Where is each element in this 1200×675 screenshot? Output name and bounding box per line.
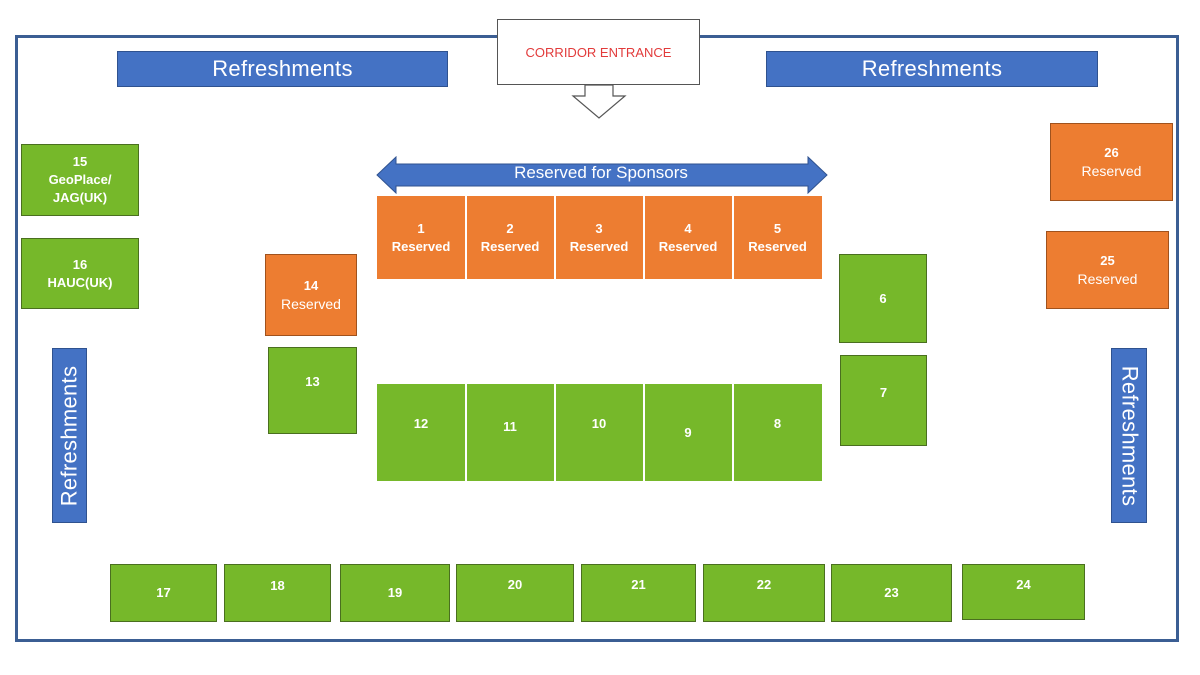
- booth-12[interactable]: 12: [377, 384, 465, 481]
- refreshments-left: Refreshments: [52, 348, 87, 523]
- sponsors-label: Reserved for Sponsors: [514, 163, 688, 182]
- booth-label: Reserved: [281, 296, 341, 312]
- booth-10[interactable]: 10: [555, 384, 643, 481]
- booth-1[interactable]: 1 Reserved: [377, 196, 465, 279]
- booth-number: 26: [1104, 145, 1119, 160]
- booth-number: 14: [303, 278, 319, 293]
- booth-number: 11: [503, 419, 517, 434]
- hall-floor-plan: [15, 35, 1179, 642]
- booth-7[interactable]: 7: [840, 355, 927, 446]
- booth-label: Reserved: [748, 238, 807, 254]
- booth-number: 4: [684, 220, 692, 236]
- strip-divider: [554, 384, 556, 481]
- booth-label: GeoPlace/: [48, 172, 112, 187]
- corridor-entrance-label: CORRIDOR ENTRANCE: [525, 44, 672, 60]
- booth-14[interactable]: 14 Reserved: [265, 254, 357, 336]
- refreshments-label: Refreshments: [1117, 365, 1143, 506]
- booth-label: Reserved: [1081, 163, 1142, 179]
- refreshments-top-right: Refreshments: [766, 51, 1098, 87]
- corridor-entrance-box: CORRIDOR ENTRANCE: [497, 19, 700, 85]
- booth-number: 3: [595, 220, 603, 236]
- refreshments-label: Refreshments: [861, 56, 1003, 81]
- booth-number: 6: [879, 290, 887, 306]
- booth-number: 20: [507, 577, 523, 592]
- booth-16[interactable]: 16 HAUC(UK): [21, 238, 139, 309]
- booth-21[interactable]: 21: [581, 564, 696, 622]
- booth-6[interactable]: 6: [839, 254, 927, 343]
- strip-divider: [732, 384, 734, 481]
- booth-number: 23: [884, 585, 899, 600]
- strip-divider: [643, 384, 645, 481]
- booth-24[interactable]: 24: [962, 564, 1085, 620]
- strip-divider: [554, 196, 556, 279]
- booth-label: Reserved: [658, 238, 718, 254]
- booth-label-line2: JAG(UK): [52, 190, 108, 205]
- booth-13[interactable]: 13: [268, 347, 357, 434]
- booth-3[interactable]: 3 Reserved: [555, 196, 643, 279]
- booth-number: 5: [773, 220, 782, 236]
- booth-number: 22: [756, 577, 772, 592]
- strip-divider: [465, 196, 467, 279]
- booth-20[interactable]: 20: [456, 564, 574, 622]
- strip-divider: [732, 196, 734, 279]
- booth-label: Reserved: [480, 238, 540, 254]
- booth-number: 2: [506, 220, 514, 236]
- booth-label: HAUC(UK): [47, 274, 113, 290]
- double-arrow-icon: [376, 156, 828, 194]
- booth-number: 25: [1100, 253, 1115, 268]
- booth-11[interactable]: 11: [466, 384, 554, 481]
- booth-number: 10: [591, 416, 607, 431]
- booth-number: 7: [879, 385, 888, 400]
- booth-number: 17: [156, 585, 171, 600]
- booth-2[interactable]: 2 Reserved: [466, 196, 554, 279]
- refreshments-top-left: Refreshments: [117, 51, 448, 87]
- strip-divider: [643, 196, 645, 279]
- booth-number: 21: [631, 577, 646, 592]
- strip-divider: [465, 384, 467, 481]
- booth-26[interactable]: 26 Reserved: [1050, 123, 1173, 201]
- booth-label: Reserved: [569, 238, 629, 254]
- booth-8[interactable]: 8: [733, 384, 822, 481]
- booth-number: 13: [305, 374, 320, 389]
- booth-label: Reserved: [1077, 271, 1138, 287]
- booth-25[interactable]: 25 Reserved: [1046, 231, 1169, 309]
- booth-label: Reserved: [391, 238, 451, 254]
- booth-number: 19: [387, 585, 403, 600]
- booth-9[interactable]: 9: [644, 384, 732, 481]
- booth-number: 1: [417, 220, 425, 236]
- booth-number: 15: [72, 154, 88, 169]
- booth-5[interactable]: 5 Reserved: [733, 196, 822, 279]
- booth-19[interactable]: 19: [340, 564, 450, 622]
- refreshments-label: Refreshments: [212, 56, 353, 81]
- booth-4[interactable]: 4 Reserved: [644, 196, 732, 279]
- booth-number: 16: [72, 256, 88, 272]
- booth-23[interactable]: 23: [831, 564, 952, 622]
- booth-17[interactable]: 17: [110, 564, 217, 622]
- booth-number: 8: [773, 416, 782, 431]
- refreshments-label: Refreshments: [56, 365, 82, 506]
- booth-number: 24: [1016, 577, 1031, 592]
- refreshments-right: Refreshments: [1111, 348, 1147, 523]
- booth-number: 18: [270, 578, 285, 593]
- booth-18[interactable]: 18: [224, 564, 331, 622]
- booth-22[interactable]: 22: [703, 564, 825, 622]
- booth-15[interactable]: 15 GeoPlace/ JAG(UK): [21, 144, 139, 216]
- down-arrow-icon: [571, 84, 627, 119]
- booth-number: 9: [684, 425, 692, 440]
- booth-number: 12: [413, 416, 429, 431]
